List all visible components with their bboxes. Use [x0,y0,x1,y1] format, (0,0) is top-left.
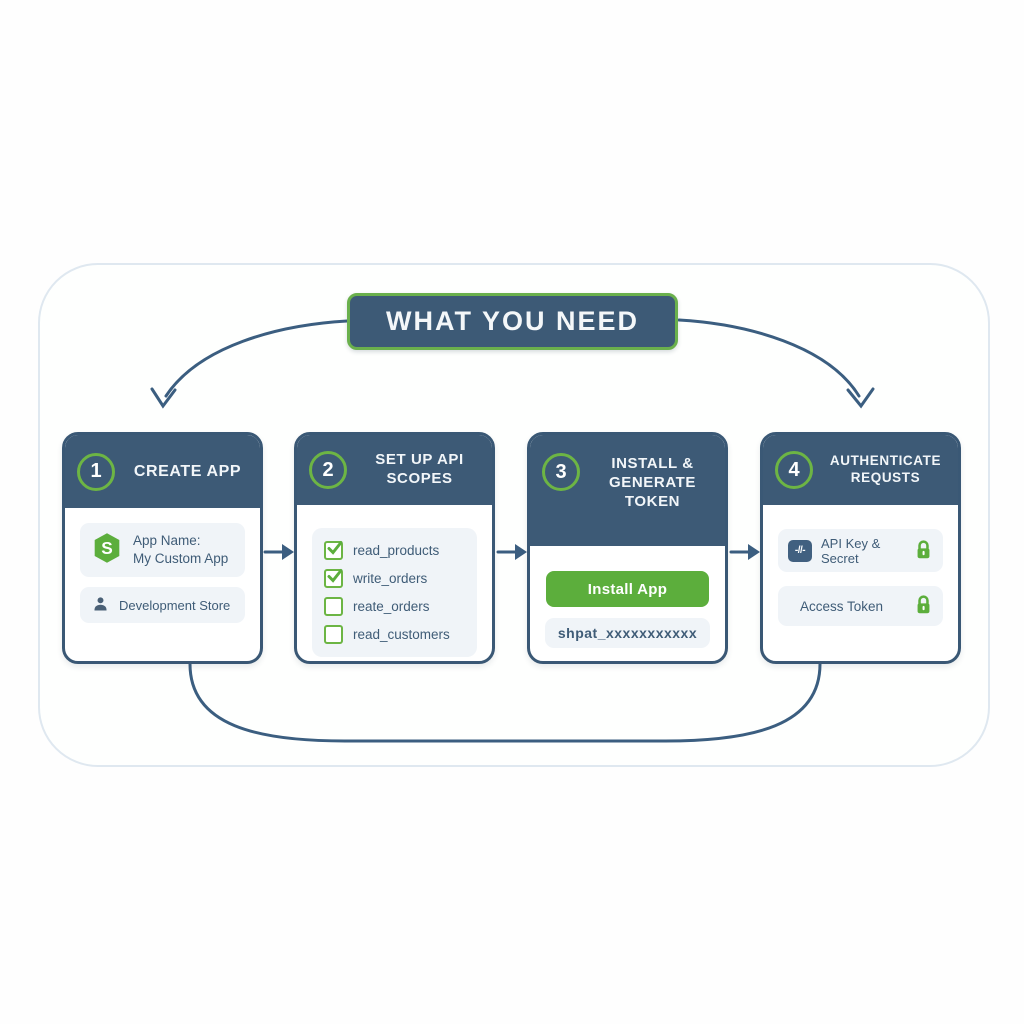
checkbox-unchecked-icon[interactable] [324,597,343,616]
scope-row-read-customers[interactable]: read_customers [324,625,465,644]
scope-label: read_customers [353,627,450,642]
s-hexagon-badge-icon: S [92,532,122,569]
scope-label: read_products [353,543,440,558]
scope-label: reate_orders [353,599,430,614]
step-card-authenticate: 4 AUTHENTICATE REQUSTS -//- API Key & Se… [760,432,961,664]
api-key-secret-row: -//- API Key & Secret [778,529,943,572]
step2-header: 2 SET UP API SCOPES [297,435,492,505]
step4-title: AUTHENTICATE REQUSTS [829,453,942,485]
token-value: shpat_xxxxxxxxxxx [557,625,698,641]
scope-row-write-orders[interactable]: write_orders [324,569,465,588]
api-key-secret-label: API Key & Secret [821,535,881,566]
development-store-label: Development Store [119,597,231,613]
step3-title: INSTALL & GENERATE TOKEN [608,455,697,510]
checkbox-checked-icon[interactable] [324,569,343,588]
install-app-button[interactable]: Install App [546,571,709,607]
app-name-value: My Custom App [133,551,229,566]
step1-header: 1 CREATE APP [65,435,260,508]
access-token-field: shpat_xxxxxxxxxxx [545,618,710,648]
checkbox-unchecked-icon[interactable] [324,625,343,644]
step4-header: 4 AUTHENTICATE REQUSTS [763,435,958,505]
access-token-row: Access Token [778,586,943,626]
step3-header: 3 INSTALL & GENERATE TOKEN [530,435,725,546]
checkbox-checked-icon[interactable] [324,541,343,560]
step2-title: SET UP API SCOPES [375,451,464,487]
scopes-panel: read_products write_orders reate_orders [312,528,477,657]
lock-icon [914,594,933,618]
step-card-create-app: 1 CREATE APP S App Name: My Custom App [62,432,263,664]
app-name-label: App Name: [133,533,201,549]
page-title: WHAT YOU NEED [385,306,639,336]
title-banner: WHAT YOU NEED [347,293,678,350]
development-store-row: Development Store [80,587,245,623]
access-token-label: Access Token [800,598,884,614]
lock-icon [914,539,933,563]
person-icon [92,595,109,615]
step1-number-badge: 1 [77,452,115,491]
scope-row-read-products[interactable]: read_products [324,541,465,560]
scope-label: write_orders [353,571,428,586]
step-card-install-token: 3 INSTALL & GENERATE TOKEN Install App s… [527,432,728,664]
svg-text:S: S [101,538,113,558]
code-chip-icon: -//- [788,539,812,562]
step1-title: CREATE APP [133,462,242,480]
step-card-api-scopes: 2 SET UP API SCOPES read_products write_… [294,432,495,664]
step2-number-badge: 2 [309,451,347,489]
step4-number-badge: 4 [775,451,813,489]
app-name-row: S App Name: My Custom App [80,523,245,577]
scope-row-reate-orders[interactable]: reate_orders [324,597,465,616]
step3-number-badge: 3 [542,453,580,491]
